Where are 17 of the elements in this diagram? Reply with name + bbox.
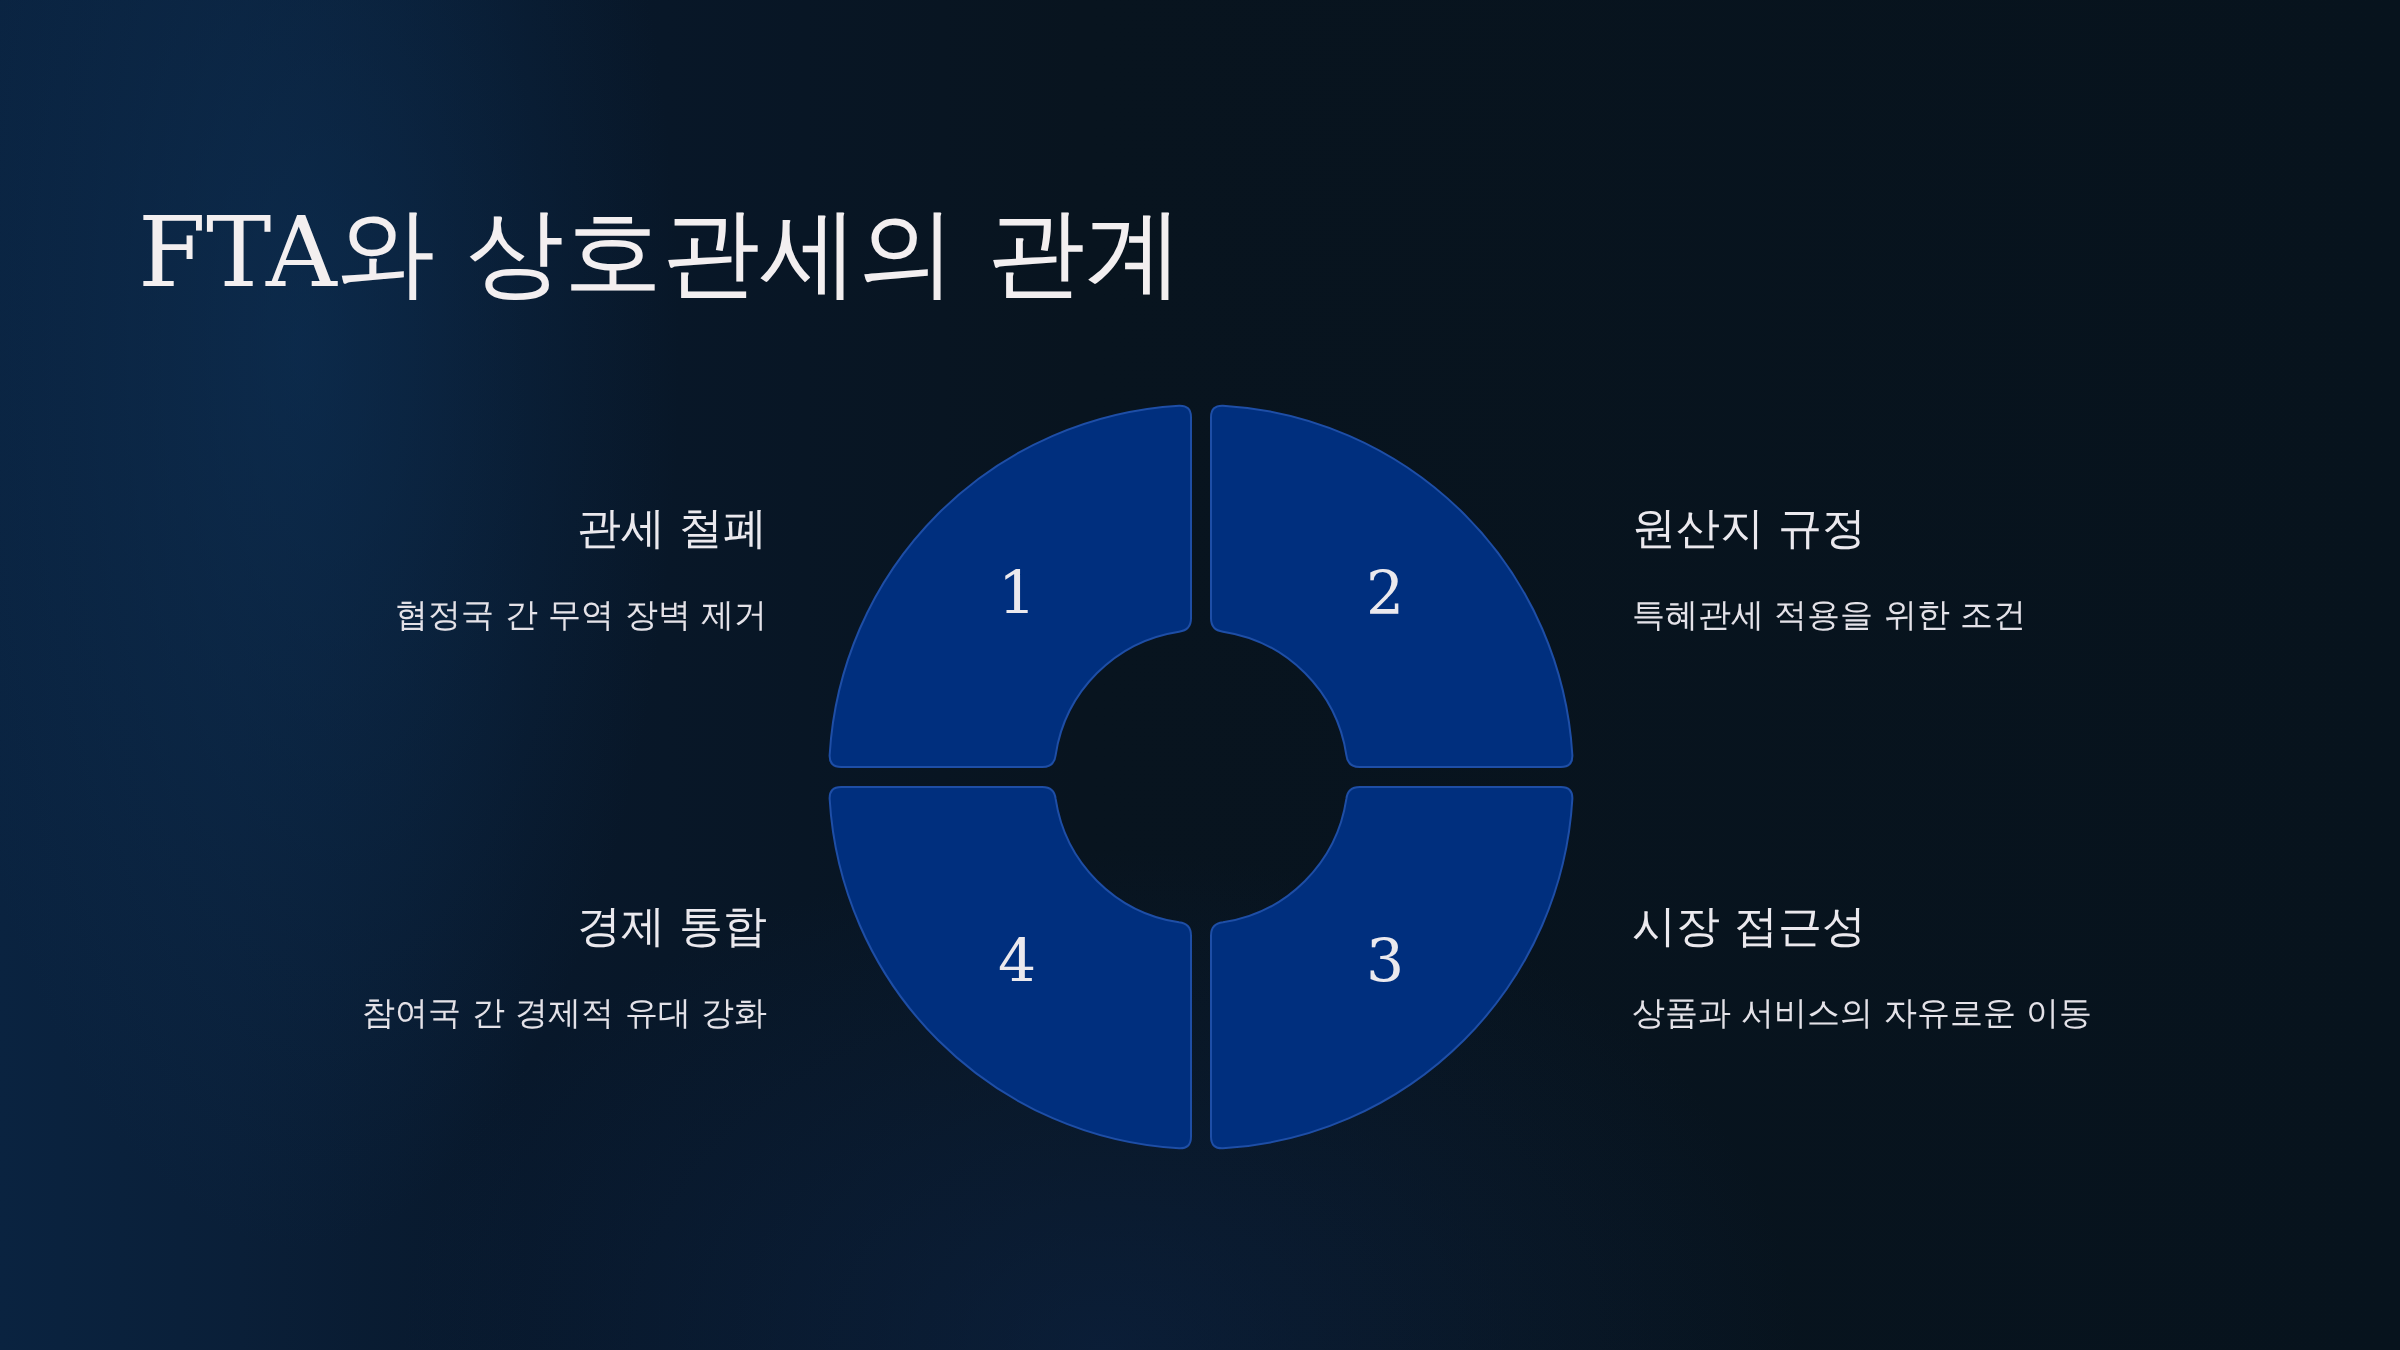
step-number: 3 — [1365, 931, 1405, 991]
ring-segment — [1211, 787, 1573, 1149]
step-number: 1 — [997, 563, 1037, 623]
step-description: 협정국 간 무역 장벽 제거 — [395, 595, 767, 635]
slide-title: FTA와 상호관세의 관계 — [138, 196, 1184, 309]
step-title: 경제 통합 — [577, 899, 767, 953]
step-description: 상품과 서비스의 자유로운 이동 — [1632, 993, 2093, 1033]
step-number: 2 — [1365, 563, 1405, 623]
step-title: 시장 접근성 — [1632, 899, 1866, 953]
step-number: 4 — [997, 931, 1037, 991]
step-title: 원산지 규정 — [1632, 501, 1866, 555]
step-description: 참여국 간 경제적 유대 강화 — [362, 993, 767, 1033]
step-description: 특혜관세 적용을 위한 조건 — [1632, 595, 2027, 635]
ring-segment — [1211, 405, 1573, 767]
step-title: 관세 철폐 — [577, 501, 767, 555]
ring-segment — [829, 405, 1191, 767]
ring-segment — [829, 787, 1191, 1149]
